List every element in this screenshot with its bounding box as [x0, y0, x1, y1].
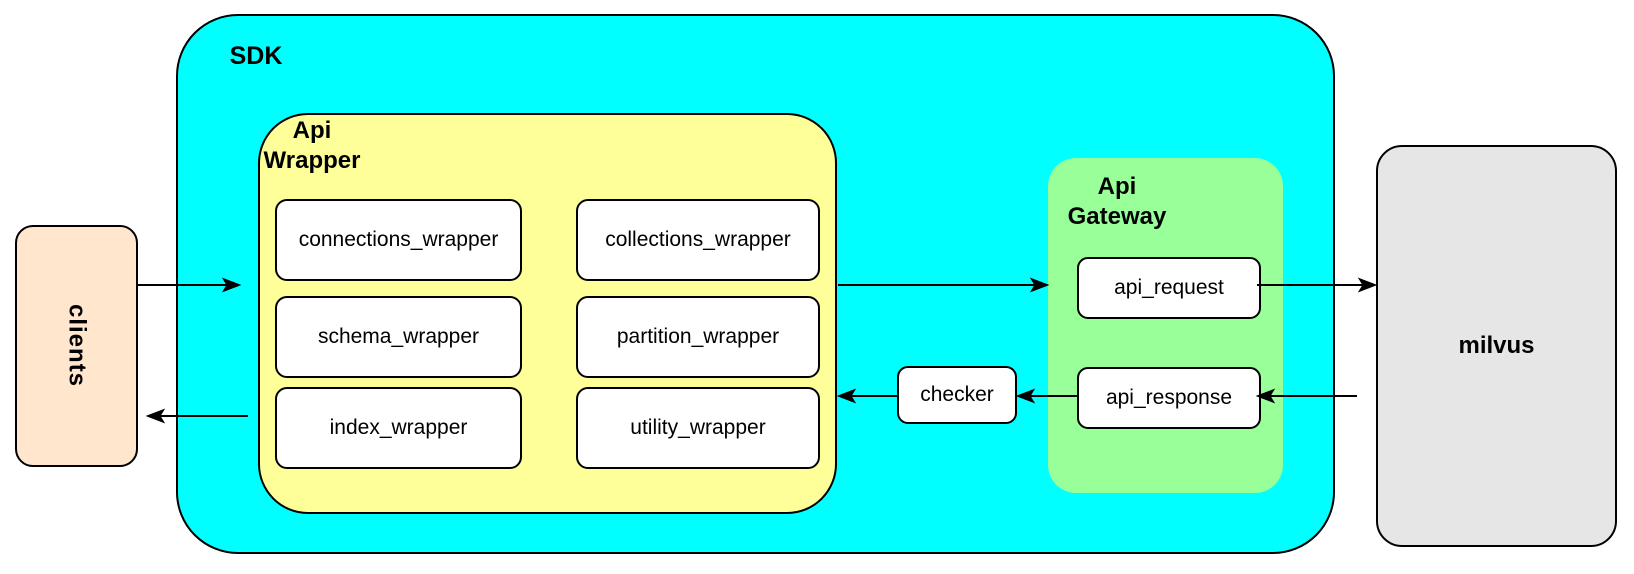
milvus-label: milvus [1458, 332, 1535, 359]
api-wrapper-label-line1: Api [292, 117, 332, 144]
api-gateway-container [1048, 158, 1283, 493]
api-wrapper-label-line2: Wrapper [263, 147, 361, 174]
clients-label: clients [63, 304, 91, 388]
box-connections-wrapper: connections_wrapper [275, 199, 522, 281]
box-index-wrapper: index_wrapper [275, 387, 522, 469]
api-gateway-label-line2: Gateway [1067, 203, 1167, 230]
clients-node: clients [15, 225, 138, 467]
box-api-request: api_request [1077, 257, 1261, 319]
box-utility-wrapper: utility_wrapper [576, 387, 820, 469]
sdk-label: SDK [229, 42, 283, 70]
milvus-node: milvus [1376, 145, 1617, 547]
box-checker: checker [897, 366, 1017, 424]
box-schema-wrapper: schema_wrapper [275, 296, 522, 378]
box-collections-wrapper: collections_wrapper [576, 199, 820, 281]
box-partition-wrapper: partition_wrapper [576, 296, 820, 378]
api-gateway-label: Api Gateway [1047, 172, 1187, 232]
api-wrapper-label: Api Wrapper [260, 116, 364, 176]
box-api-response: api_response [1077, 367, 1261, 429]
api-gateway-label-line1: Api [1097, 173, 1137, 200]
